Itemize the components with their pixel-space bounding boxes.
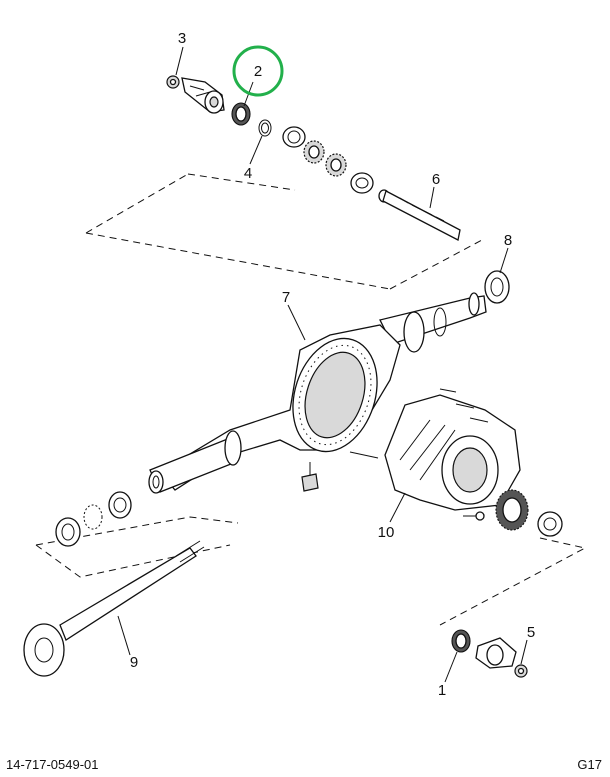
page-code: G17 — [577, 757, 602, 772]
part-1-and-5-output-yoke — [451, 629, 528, 678]
part-7-axle-housing — [148, 292, 487, 494]
wheel-bearing-hardware — [55, 491, 132, 547]
part-10-differential-carrier — [349, 388, 563, 537]
callout-5: 5 — [527, 624, 535, 641]
part-4-spacer-ring — [258, 119, 272, 137]
part-3-pinion-yoke — [166, 75, 225, 114]
callout-8: 8 — [504, 232, 512, 249]
drawing-number: 14-717-0549-01 — [6, 757, 99, 772]
callout-1: 1 — [438, 682, 446, 699]
callout-4: 4 — [244, 165, 252, 182]
callout-9: 9 — [130, 654, 138, 671]
part-9-axle-shaft — [23, 540, 205, 677]
callout-10: 10 — [378, 524, 395, 541]
callout-leaders — [117, 46, 528, 683]
callout-3: 3 — [178, 30, 186, 47]
part-2-pinion-seal — [231, 102, 251, 126]
part-8-hub-flange — [484, 270, 510, 304]
callout-2: 2 — [254, 63, 262, 80]
pinion-bearing-stack — [282, 126, 374, 194]
callout-6: 6 — [432, 171, 440, 188]
callout-7: 7 — [282, 289, 290, 306]
callout-2-highlight-circle — [232, 45, 284, 97]
part-6-drive-pinion — [378, 189, 461, 241]
